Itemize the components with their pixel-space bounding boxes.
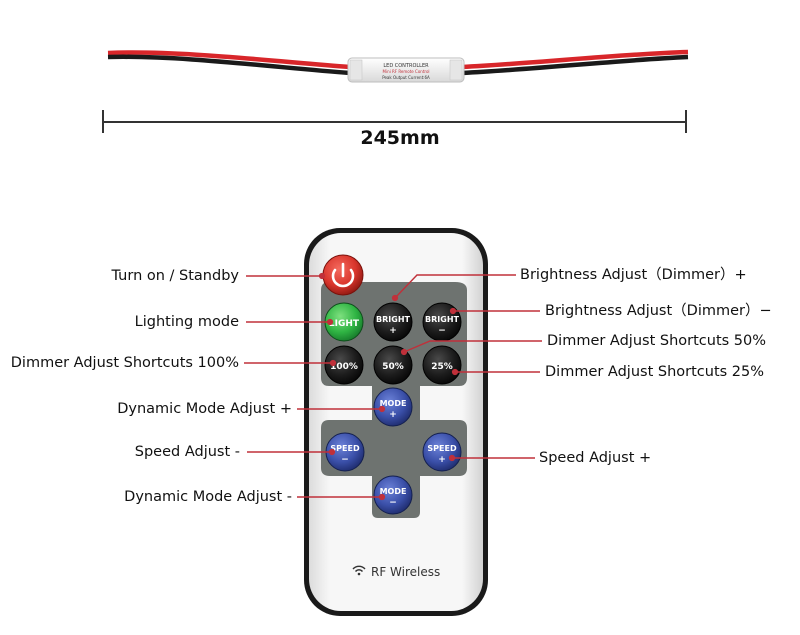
controller-body bbox=[347, 57, 465, 83]
mode-minus-sign: − bbox=[389, 498, 397, 508]
dim-25-label: 25% bbox=[431, 362, 453, 372]
dimension-line bbox=[102, 110, 687, 133]
callout-speed-minus: Speed Adjust - bbox=[134, 444, 240, 460]
callout-mode-minus: Dynamic Mode Adjust - bbox=[124, 489, 292, 505]
callout-power: Turn on / Standby bbox=[111, 268, 239, 284]
length-label: 245mm bbox=[360, 127, 440, 149]
black-wire-left bbox=[107, 54, 351, 76]
dim-25-button[interactable]: 25% bbox=[422, 345, 462, 385]
dim-50-button[interactable]: 50% bbox=[373, 345, 413, 385]
light-button-label: LIGHT bbox=[329, 319, 360, 329]
mode-minus-button[interactable]: MODE − bbox=[373, 475, 413, 515]
mode-plus-button[interactable]: MODE + bbox=[373, 387, 413, 427]
remote-brand-label: RF Wireless bbox=[371, 565, 440, 579]
dim-100-button[interactable]: 100% bbox=[324, 345, 364, 385]
power-icon bbox=[331, 268, 355, 288]
speed-minus-label: SPEED bbox=[330, 444, 360, 453]
bright-minus-sign: − bbox=[438, 326, 446, 336]
callout-mode-plus: Dynamic Mode Adjust + bbox=[117, 401, 292, 417]
power-button[interactable] bbox=[322, 254, 364, 296]
dim-50-label: 50% bbox=[382, 362, 404, 372]
callout-dim100: Dimmer Adjust Shortcuts 100% bbox=[10, 355, 239, 371]
callout-dim25: Dimmer Adjust Shortcuts 25% bbox=[545, 364, 765, 380]
black-wire-right bbox=[461, 54, 689, 76]
remote-control: LIGHT BRIGHT + BRIGHT − 100% 50% 25% M bbox=[304, 228, 488, 616]
dim-100-label: 100% bbox=[330, 362, 358, 372]
bright-minus-button[interactable]: BRIGHT − bbox=[422, 302, 462, 342]
bright-plus-label: BRIGHT bbox=[376, 315, 410, 324]
speed-plus-button[interactable]: SPEED + bbox=[422, 432, 462, 472]
bright-plus-button[interactable]: BRIGHT + bbox=[373, 302, 413, 342]
callout-dim50: Dimmer Adjust Shortcuts 50% bbox=[547, 333, 767, 349]
controller-text-2: Mini RF Remote Control bbox=[383, 69, 430, 74]
red-wire-left bbox=[107, 50, 351, 70]
mode-plus-sign: + bbox=[389, 410, 397, 420]
mode-minus-label: MODE bbox=[380, 487, 407, 496]
callout-lines bbox=[244, 272, 542, 501]
mode-plus-label: MODE bbox=[380, 399, 407, 408]
speed-plus-sign: + bbox=[438, 455, 446, 465]
callout-bright-minus: Brightness Adjust（Dimmer）− bbox=[545, 303, 772, 319]
callout-speed-plus: Speed Adjust + bbox=[539, 450, 652, 466]
bright-minus-label: BRIGHT bbox=[425, 315, 459, 324]
bright-plus-sign: + bbox=[389, 326, 397, 336]
speed-plus-label: SPEED bbox=[427, 444, 457, 453]
speed-minus-sign: − bbox=[341, 455, 349, 465]
wifi-icon bbox=[352, 565, 366, 576]
callout-bright-plus: Brightness Adjust（Dimmer）+ bbox=[520, 267, 747, 283]
led-controller-cable: LED CONTROLLER Mini RF Remote Control Pe… bbox=[107, 49, 689, 83]
red-wire-right bbox=[461, 49, 689, 70]
callout-lighting-mode: Lighting mode bbox=[134, 314, 239, 330]
controller-text-3: Peak Output Current:6A bbox=[382, 75, 430, 80]
controller-text-1: LED CONTROLLER bbox=[383, 63, 429, 69]
